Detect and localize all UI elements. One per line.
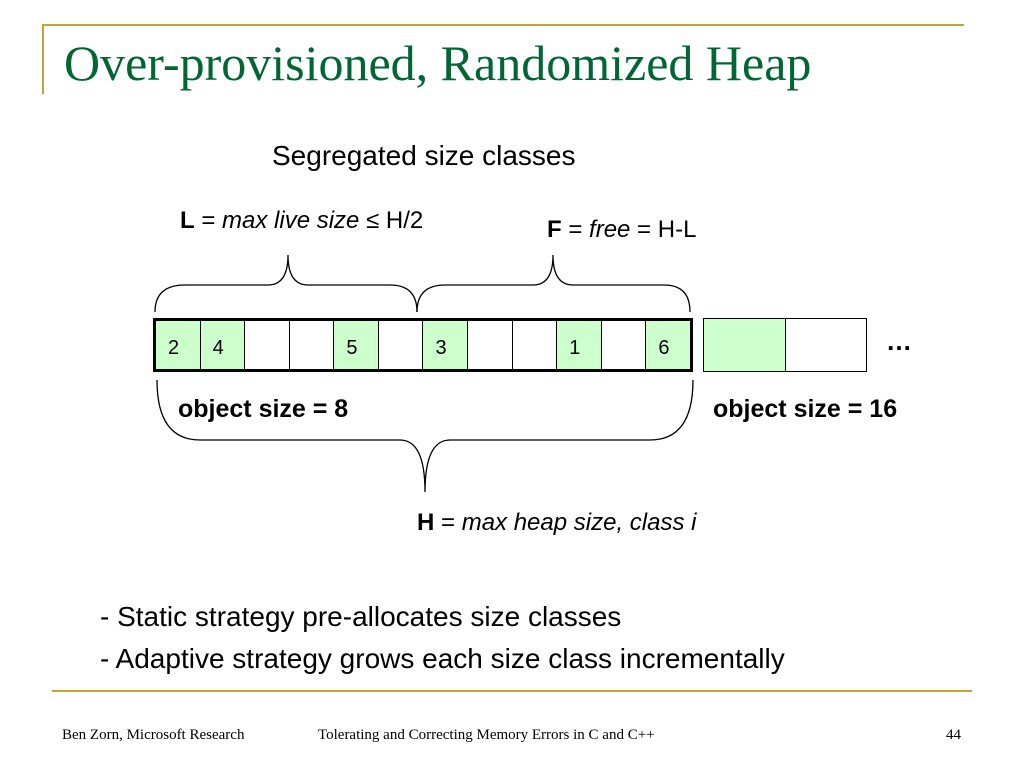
heap-slot: 3 (423, 321, 469, 369)
bullet-item: - Adaptive strategy grows each size clas… (100, 643, 785, 674)
bottom-rule (52, 690, 972, 692)
label-f-rest: = H-L (630, 216, 697, 243)
label-l-symbol: L (180, 207, 195, 234)
slide-subtitle: Segregated size classes (272, 140, 576, 171)
heap-slot (704, 319, 786, 371)
footer-talk: Tolerating and Correcting Memory Errors … (318, 727, 655, 743)
top-rule-horizontal (42, 24, 964, 26)
top-rule-vertical (42, 24, 44, 94)
label-h: H = max heap size, class i (417, 505, 707, 541)
ellipsis: … (886, 326, 912, 356)
heap-slot: 4 (200, 321, 246, 369)
brace-h (156, 379, 694, 493)
label-l: L = max live size ≤ H/2 (180, 203, 470, 239)
brace-l (154, 254, 418, 313)
label-l-rest: ≤ H/2 (359, 207, 424, 234)
size-class-8-label: object size = 8 (178, 395, 349, 423)
heap-slot (468, 321, 513, 369)
label-l-eq: = (194, 207, 223, 234)
brace-f (416, 254, 691, 313)
heap-slot (245, 321, 290, 369)
bullet-list: - Static strategy pre-allocates size cla… (100, 596, 785, 680)
footer-author: Ben Zorn, Microsoft Research (62, 727, 245, 743)
heap-slot (378, 321, 424, 369)
label-f-desc: free (589, 216, 631, 243)
heap-slot (512, 321, 558, 369)
heap-slot: 2 (156, 321, 201, 369)
footer-page: 44 (946, 727, 961, 743)
bullet-item: - Static strategy pre-allocates size cla… (100, 601, 622, 632)
label-h-symbol: H (417, 509, 435, 536)
size-class-16-array (703, 318, 867, 372)
heap-slot: 5 (334, 321, 379, 369)
label-f-symbol: F (547, 216, 562, 243)
heap-slot: 1 (557, 321, 602, 369)
heap-slot (601, 321, 647, 369)
label-l-desc: max live size (222, 207, 360, 234)
label-f-eq: = (561, 216, 590, 243)
slide-title: Over-provisioned, Randomized Heap (64, 35, 812, 91)
size-class-16-label: object size = 16 (713, 395, 898, 423)
heap-slot: 6 (646, 321, 690, 369)
label-h-eq: = (434, 509, 462, 536)
label-h-desc: max heap size, class i (461, 509, 697, 536)
heap-slot (289, 321, 335, 369)
heap-slot (785, 319, 866, 371)
label-f: F = free = H-L (547, 212, 696, 248)
